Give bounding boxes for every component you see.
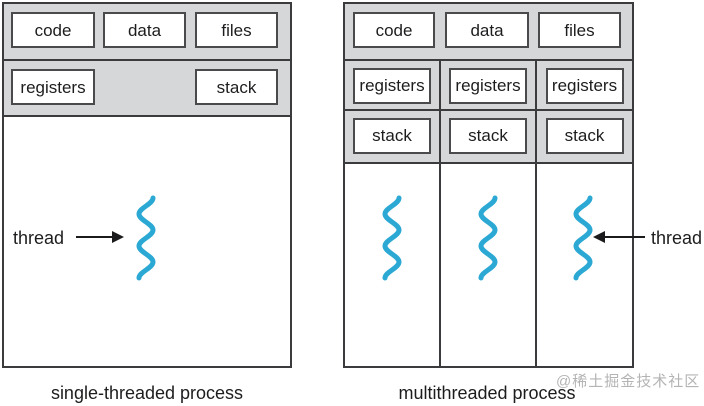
- registers-label: registers: [551, 76, 618, 95]
- thread-arrow-left-line: [76, 236, 113, 238]
- stack-box: stack: [353, 118, 431, 154]
- stack-label: stack: [372, 126, 412, 145]
- stack-cell: stack: [441, 111, 535, 162]
- thread-label-left: thread: [13, 228, 65, 248]
- files-box: files: [538, 12, 621, 48]
- registers-box: registers: [449, 68, 527, 104]
- registers-label: registers: [20, 77, 86, 97]
- registers-cell: registers: [441, 61, 535, 111]
- stack-label: stack: [468, 126, 508, 145]
- thread-column-3: registers stack: [537, 61, 632, 366]
- code-label: code: [375, 20, 413, 40]
- thread-context-band: registers stack: [345, 61, 439, 164]
- stack-box: stack: [449, 118, 527, 154]
- stack-cell: stack: [537, 111, 632, 162]
- registers-box: registers: [11, 69, 95, 105]
- files-box: files: [195, 12, 278, 48]
- files-label: files: [564, 20, 595, 40]
- thread-column-2: registers stack: [441, 61, 537, 366]
- stack-box: stack: [545, 118, 624, 154]
- data-box: data: [445, 12, 529, 48]
- data-box: data: [103, 12, 186, 48]
- registers-box: registers: [353, 68, 431, 104]
- thread-squiggle-icon: [573, 195, 593, 281]
- caption-multithreaded: multithreaded process: [398, 383, 576, 403]
- files-label: files: [221, 20, 252, 40]
- caption-single-threaded: single-threaded process: [50, 383, 244, 403]
- registers-cell: registers: [345, 61, 439, 111]
- data-label: data: [127, 20, 162, 40]
- thread-arrow-right-line: [604, 236, 645, 238]
- thread-arrow-right-head-icon: [593, 231, 605, 243]
- process-resources-band: code data files: [4, 4, 290, 61]
- thread-context-band: registers stack: [537, 61, 632, 164]
- process-resources-band: code data files: [345, 4, 632, 61]
- registers-label: registers: [455, 76, 521, 95]
- registers-label: registers: [359, 76, 425, 95]
- code-label: code: [34, 20, 72, 40]
- code-box: code: [11, 12, 95, 48]
- registers-cell: registers: [537, 61, 632, 111]
- thread-column-1: registers stack: [345, 61, 441, 366]
- thread-context-band: registers stack: [4, 61, 290, 117]
- stack-label: stack: [216, 77, 257, 97]
- registers-box: registers: [545, 68, 624, 104]
- stack-box: stack: [195, 69, 278, 105]
- multithreaded-process-diagram: code data files registers stack: [343, 2, 634, 368]
- thread-arrow-left-head-icon: [112, 231, 124, 243]
- thread-squiggle-icon: [478, 195, 498, 281]
- thread-squiggle-icon: [136, 195, 156, 281]
- thread-label-right: thread: [651, 228, 703, 248]
- stack-label: stack: [564, 126, 605, 145]
- thread-context-band: registers stack: [441, 61, 535, 164]
- thread-squiggle-icon: [382, 195, 402, 281]
- watermark: @稀土掘金技术社区: [556, 373, 701, 390]
- thread-columns: registers stack registers: [345, 61, 632, 366]
- stack-cell: stack: [345, 111, 439, 162]
- single-threaded-process-diagram: code data files registers stack: [2, 2, 292, 368]
- data-label: data: [470, 20, 504, 40]
- code-box: code: [353, 12, 435, 48]
